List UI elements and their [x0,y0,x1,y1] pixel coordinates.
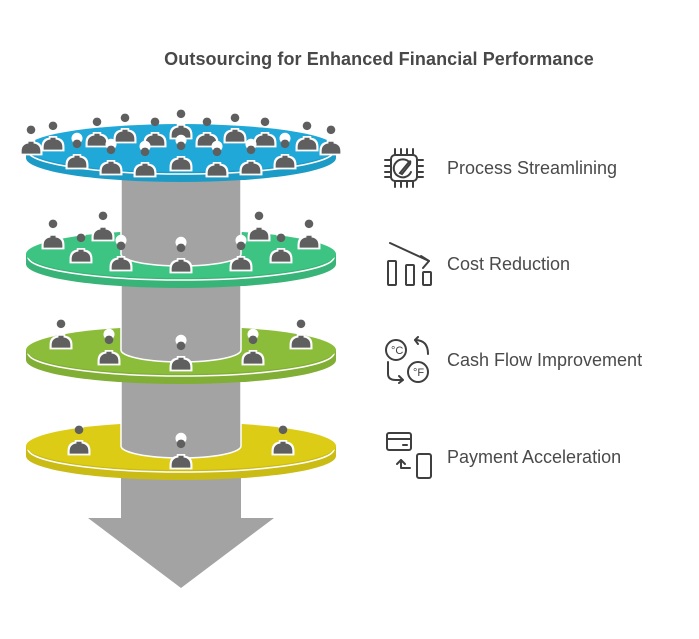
downward-arrow [88,446,274,588]
layer-label-process-streamlining: Process Streamlining [447,158,618,178]
person-icon [295,114,319,152]
person-icon [69,226,93,264]
person-icon [41,212,65,250]
disc-layer-4 [26,377,336,480]
card-to-phone-payment-icon [386,432,432,479]
person-icon [169,432,193,470]
person-icon [253,110,277,148]
disc-highlight [27,352,335,377]
person-icon [241,328,265,366]
person-icon [273,132,297,170]
disc-highlight [27,150,335,175]
person-icon [65,132,89,170]
person-icon [85,110,109,148]
person-icon [169,236,193,274]
person-icon [113,106,137,144]
disc-layer-3 [26,281,336,384]
central-column [120,175,242,267]
person-icon [195,110,219,148]
person-icon [99,138,123,176]
svg-text:°C: °C [391,345,403,357]
person-icon [223,106,247,144]
person-icon [169,102,193,140]
person-icon [297,212,321,250]
person-icon [97,328,121,366]
layer-label-cash-flow-improvement: Cash Flow Improvement [447,350,643,370]
diagram-title: Outsourcing for Enhanced Financial Perfo… [164,49,594,69]
person-icon [205,140,229,178]
person-icon [49,312,73,350]
disc-layer-1 [19,102,343,182]
person-icon [247,204,271,242]
disc-layer-2 [26,175,336,288]
svg-text:°F: °F [413,367,424,379]
disc-highlight [27,256,335,281]
person-icon [67,418,91,456]
layer-label-payment-acceleration: Payment Acceleration [447,447,622,467]
person-icon [133,140,157,178]
person-icon [41,114,65,152]
person-icon [169,334,193,372]
person-icon [239,138,263,176]
person-icon [169,134,193,172]
disc-highlight [27,448,335,473]
declining-bar-chart-icon [387,242,432,286]
person-icon [319,118,343,156]
person-icon [19,118,43,156]
person-icon [109,234,133,272]
person-icon [289,312,313,350]
person-icon [91,204,115,242]
person-icon [229,234,253,272]
person-icon [271,418,295,456]
processor-gauge-icon [384,148,424,188]
person-icon [269,226,293,264]
layer-label-cost-reduction: Cost Reduction [447,254,571,274]
currency-exchange-icon: °C °F [385,336,429,384]
